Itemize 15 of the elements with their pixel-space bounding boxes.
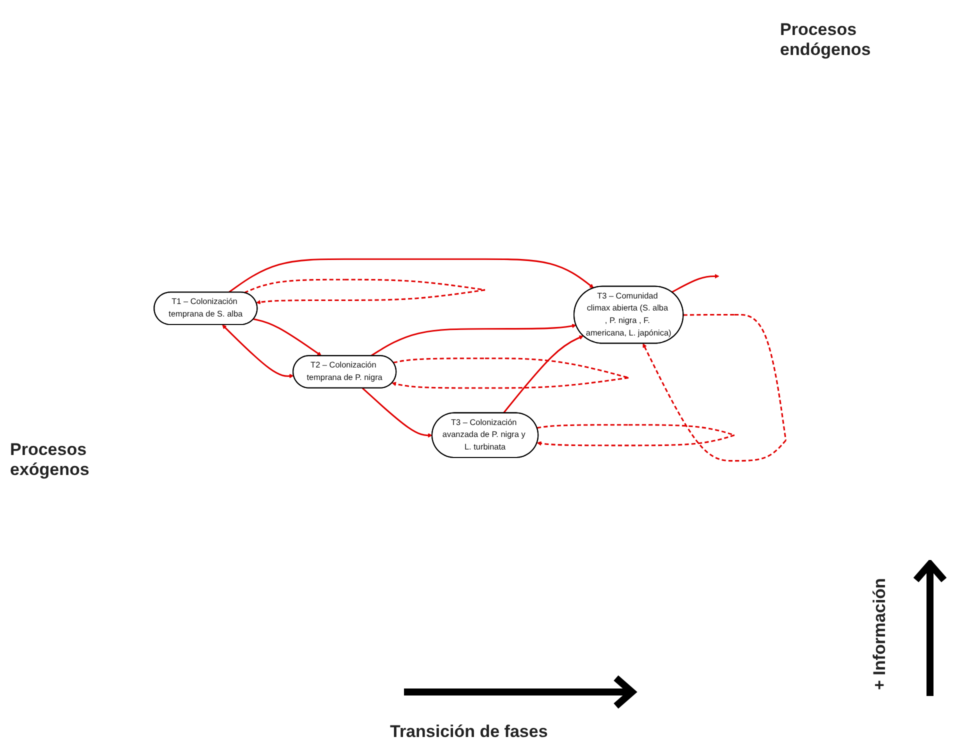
arrow <box>642 314 787 462</box>
arrow <box>392 358 629 389</box>
arrow <box>672 274 720 293</box>
annotation-text: Transición de fases <box>390 722 549 742</box>
annotation-text: Procesos endógenos <box>780 20 872 60</box>
annotation-text: + Información <box>870 578 890 690</box>
arrow <box>228 258 594 294</box>
arrow <box>253 318 322 356</box>
arrow <box>502 336 584 414</box>
arrow <box>362 388 432 438</box>
annotation-text: Procesos exógenos <box>10 440 90 480</box>
arrow <box>222 324 294 378</box>
arrow <box>370 324 576 357</box>
arrow <box>536 424 735 446</box>
arrow <box>244 278 486 304</box>
